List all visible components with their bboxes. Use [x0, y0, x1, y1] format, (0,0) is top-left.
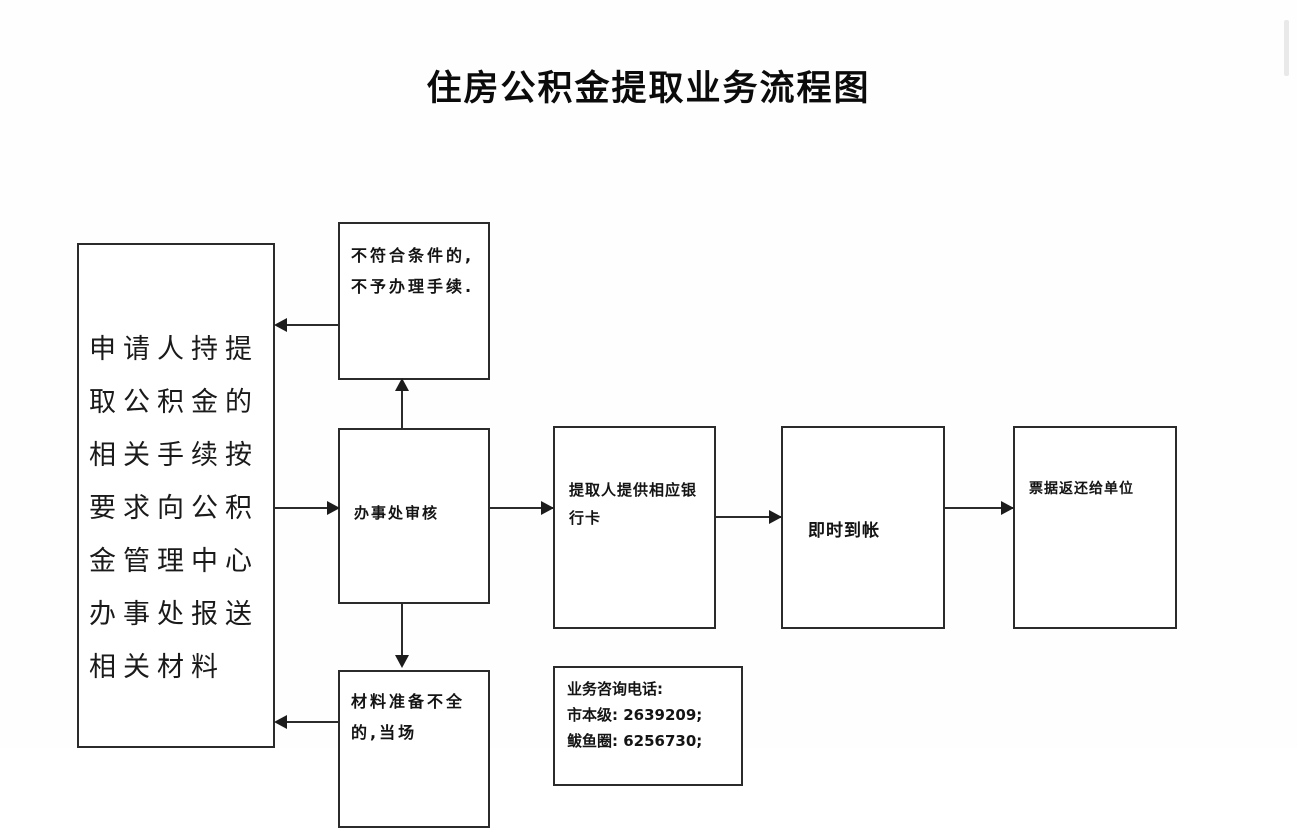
document-page: 住房公积金提取业务流程图 申请人持提取公积金的相关手续按要求向公积金管理中心办事…	[77, 20, 1289, 828]
arrowhead-audit-to-reject	[395, 378, 409, 391]
connector-audit-to-bankcard	[490, 507, 554, 509]
arrowhead-audit-to-incomplete	[395, 655, 409, 668]
page-title: 住房公积金提取业务流程图	[426, 69, 871, 109]
arrowhead-reject-to-applicant	[274, 318, 287, 332]
flow-node-audit[interactable]: 办事处审核	[338, 428, 490, 604]
flow-node-bankcard[interactable]: 提取人提供相应银行卡	[553, 426, 716, 629]
connector-audit-to-reject	[401, 388, 403, 430]
connector-audit-to-incomplete	[401, 604, 403, 659]
arrowhead-instant-to-receipt	[1001, 501, 1014, 515]
connector-applicant-to-audit	[275, 507, 340, 509]
contact-note-content: 业务咨询电话: 市本级: 2639209; 鲅鱼圈: 6256730;	[555, 676, 741, 754]
connector-reject-to-applicant	[285, 324, 339, 326]
flow-node-reject-label: 不符合条件的,不予办理手续.	[351, 246, 475, 296]
connector-incomplete-to-applicant	[285, 721, 339, 723]
arrowhead-audit-to-bankcard	[541, 501, 554, 515]
flow-node-applicant[interactable]: 申请人持提取公积金的相关手续按要求向公积金管理中心办事处报送相关材料	[77, 243, 275, 748]
flow-node-audit-label: 办事处审核	[354, 504, 440, 522]
flow-node-applicant-label: 申请人持提取公积金的相关手续按要求向公积金管理中心办事处报送相关材料	[89, 334, 259, 683]
connector-instant-to-receipt	[945, 507, 1014, 509]
arrowhead-applicant-to-audit	[327, 501, 340, 515]
contact-note-box: 业务咨询电话: 市本级: 2639209; 鲅鱼圈: 6256730;	[553, 666, 743, 786]
flow-node-receipt-return[interactable]: 票据返还给单位	[1013, 426, 1177, 629]
contact-note-heading: 业务咨询电话:	[567, 680, 663, 698]
flow-node-receipt-return-label: 票据返还给单位	[1029, 481, 1134, 497]
connector-bankcard-to-instant	[716, 516, 782, 518]
flow-node-instant-arrival-label: 即时到帐	[808, 521, 880, 541]
flow-node-instant-arrival[interactable]: 即时到帐	[781, 426, 945, 629]
arrowhead-incomplete-to-applicant	[274, 715, 287, 729]
scrollbar-thumb[interactable]	[1284, 20, 1289, 76]
flow-node-incomplete-materials-label: 材料准备不全的,当场	[351, 692, 466, 742]
flow-node-bankcard-label: 提取人提供相应银行卡	[569, 481, 698, 527]
contact-note-line-1: 市本级: 2639209;	[567, 706, 703, 724]
contact-note-line-2: 鲅鱼圈: 6256730;	[567, 732, 703, 750]
flow-node-incomplete-materials[interactable]: 材料准备不全的,当场	[338, 670, 490, 828]
arrowhead-bankcard-to-instant	[769, 510, 782, 524]
flow-node-reject[interactable]: 不符合条件的,不予办理手续.	[338, 222, 490, 380]
